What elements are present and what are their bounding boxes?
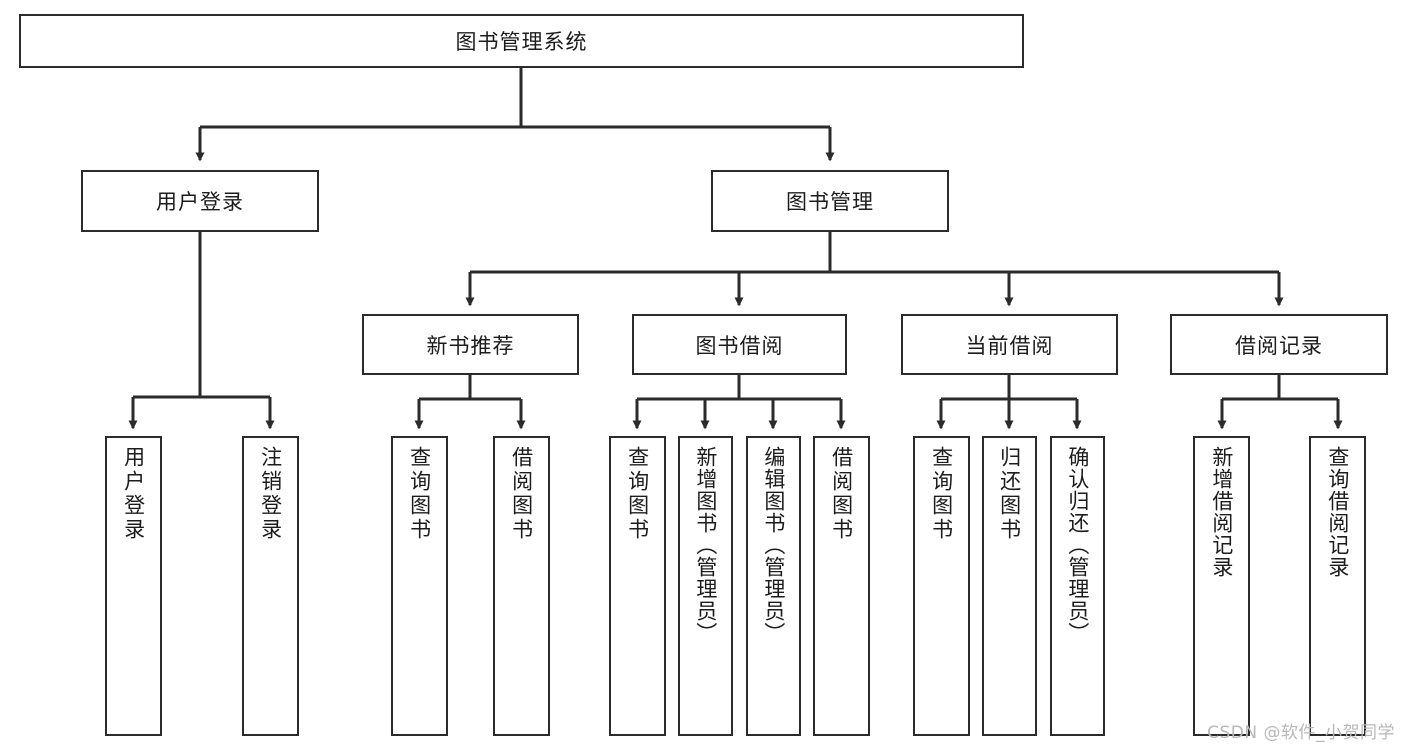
node-current-borrow[interactable]: 当前借阅 [901,314,1118,375]
node-leaf-query-book-borrow[interactable]: 查询图书 [609,436,666,736]
node-label: 新增图书（管理员） [693,446,718,644]
node-leaf-query-book-current[interactable]: 查询图书 [913,436,970,736]
node-new-book-rec[interactable]: 新书推荐 [362,314,579,375]
node-label: 查询图书 [929,446,954,542]
node-label: 图书管理系统 [455,30,588,54]
node-leaf-query-book-rec[interactable]: 查询图书 [391,436,448,736]
node-leaf-borrow-book[interactable]: 借阅图书 [813,436,870,736]
node-label: 查询借阅记录 [1325,446,1350,578]
node-leaf-user-logout[interactable]: 注销登录 [242,436,299,736]
edges-currentborrow-to-leaves [936,375,1082,430]
node-leaf-add-record[interactable]: 新增借阅记录 [1193,436,1250,736]
node-label: 借阅图书 [829,446,854,542]
edges-borrowrecord-to-leaves [1217,375,1343,430]
node-label: 用户登录 [156,190,244,214]
node-label: 查询图书 [407,446,432,542]
node-book-manage[interactable]: 图书管理 [711,170,949,232]
node-leaf-confirm-return[interactable]: 确认归还（管理员） [1050,436,1105,736]
node-label: 编辑图书（管理员） [761,446,786,644]
node-label: 图书借阅 [695,333,784,358]
node-leaf-query-record[interactable]: 查询借阅记录 [1309,436,1366,736]
node-label: 借阅记录 [1235,333,1323,358]
node-leaf-borrow-book-rec[interactable]: 借阅图书 [493,436,550,736]
edges-bookmanage-to-level3 [465,232,1284,307]
node-label: 借阅图书 [509,446,534,542]
node-label: 归还图书 [997,446,1022,542]
node-book-borrow[interactable]: 图书借阅 [632,314,847,375]
edges-bookborrow-to-leaves [632,375,846,430]
node-label: 当前借阅 [965,333,1054,358]
node-label: 新书推荐 [426,333,515,358]
edges-userlogin-to-leaves [128,232,275,430]
node-label: 新增借阅记录 [1209,446,1234,578]
node-label: 确认归还（管理员） [1065,446,1090,644]
node-label: 图书管理 [786,190,874,214]
node-borrow-record[interactable]: 借阅记录 [1170,314,1388,375]
node-leaf-user-login[interactable]: 用户登录 [105,436,162,736]
node-label: 查询图书 [625,446,650,542]
node-user-login[interactable]: 用户登录 [81,170,319,232]
edges-newbookrec-to-leaves [414,375,526,430]
node-label: 注销登录 [258,446,283,542]
node-leaf-add-book[interactable]: 新增图书（管理员） [678,436,733,736]
node-leaf-edit-book[interactable]: 编辑图书（管理员） [746,436,801,736]
node-label: 用户登录 [121,446,146,542]
node-root-system[interactable]: 图书管理系统 [19,14,1024,68]
edges-root-to-level2 [195,68,835,162]
node-leaf-return-book[interactable]: 归还图书 [982,436,1037,736]
